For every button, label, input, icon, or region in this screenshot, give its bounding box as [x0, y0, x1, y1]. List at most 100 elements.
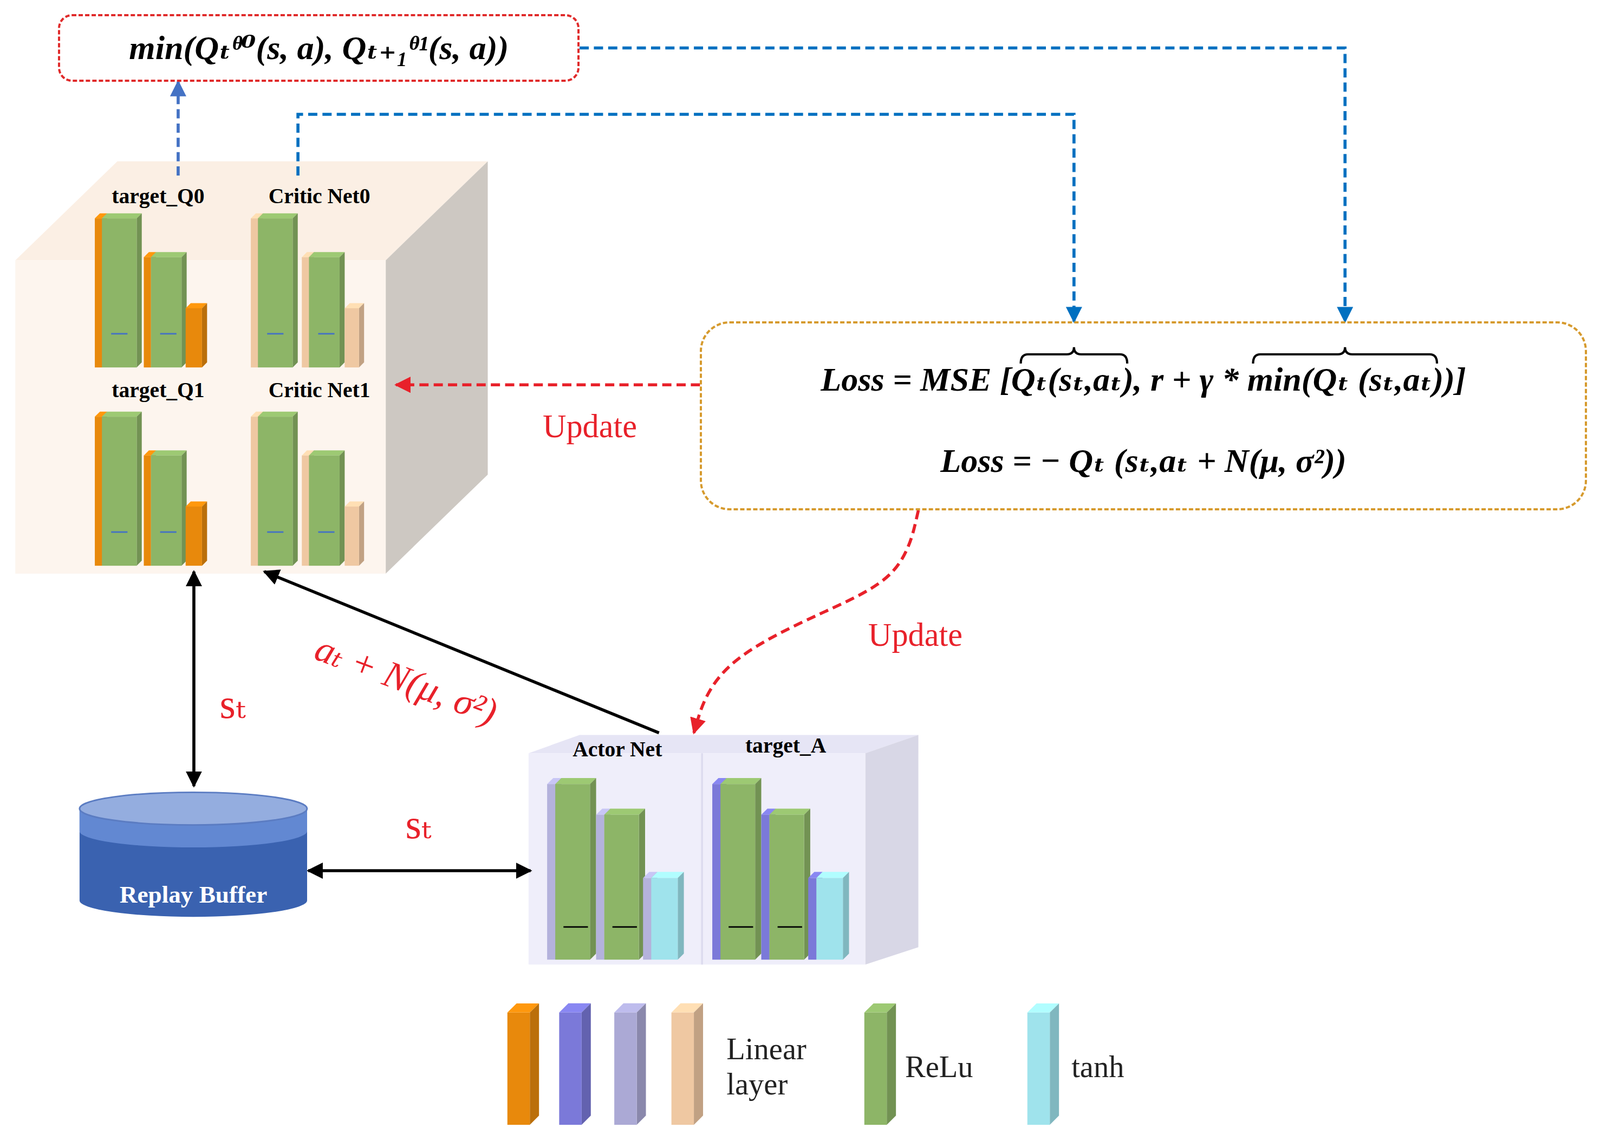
layer-front [151, 454, 182, 565]
layer-top [101, 411, 142, 416]
legend-extra-swatches [558, 1003, 704, 1125]
loss-formula: Loss = MSE [Qₜ(sₜ,aₜ), r + γ * min(Qₜ (s… [820, 359, 1466, 400]
layer-front [769, 814, 804, 960]
layer-side [529, 1003, 539, 1125]
edge-label: Update [542, 406, 637, 446]
layer-side [1050, 1003, 1060, 1125]
layer-top [555, 777, 596, 784]
layer-side [293, 411, 298, 565]
layer-front [302, 454, 310, 565]
formula-box: min(Qₜᶿ⁰(s, a), Qₜ₊₁ᶿ¹(s, a)) [57, 14, 580, 82]
layer-mark [728, 925, 753, 928]
layer-front [642, 877, 652, 960]
edge-label-box: sₜ [405, 800, 432, 849]
cube-side [385, 161, 488, 574]
layer-top [101, 213, 142, 219]
edge-label: Update [868, 615, 963, 655]
legend-text: tanh [1071, 1048, 1124, 1084]
edge-label: sₜ [405, 800, 432, 849]
layer-front [671, 1012, 694, 1125]
layer-front [94, 416, 102, 566]
layer-front [506, 1012, 530, 1125]
node-label: target_Q0 [111, 183, 205, 210]
edge-label-box: Update [542, 406, 637, 446]
legend-text-box: tanh [1071, 1048, 1124, 1084]
layer-mark [267, 530, 284, 533]
actor-cube [528, 734, 919, 965]
layer-side [359, 501, 364, 566]
loss-formula: Loss = − Qₜ (sₜ,aₜ + N(μ, σ²)) [940, 440, 1346, 481]
legend-swatch [1025, 1002, 1066, 1127]
layer-front [651, 877, 678, 960]
cube-divider [700, 752, 704, 965]
layer-side [693, 1003, 704, 1125]
layer-top [258, 213, 298, 219]
layer-side [202, 501, 207, 566]
layer-front [309, 454, 341, 565]
network-illustration [86, 373, 230, 572]
critic-network: Critic Net0 [242, 175, 396, 372]
legend-text-box: ReLu [905, 1048, 974, 1084]
layer-side [136, 213, 142, 368]
edge-label-box: sₜ [219, 679, 246, 729]
legend-swatch [505, 1002, 546, 1127]
layer-front [555, 783, 590, 960]
critic-cube [15, 161, 488, 574]
dashed-arrow [579, 48, 1345, 322]
layer-mark [267, 333, 284, 335]
edge-label: aₜ + N(μ, σ²) [308, 625, 504, 735]
layer-side [842, 871, 849, 960]
layer-top [258, 411, 298, 416]
layer-mark [318, 333, 335, 335]
layer-front [309, 257, 341, 368]
layer-front [720, 783, 756, 960]
cube-front [528, 752, 866, 965]
network-illustration [704, 732, 868, 965]
node-label: Replay Buffer [119, 879, 268, 909]
node-label: Critic Net1 [268, 377, 371, 403]
layer-front [761, 814, 770, 960]
layer-top [603, 808, 645, 815]
cylinder-top [79, 791, 308, 825]
layer-front [547, 783, 556, 960]
dashed-arrow [297, 114, 1075, 322]
network-illustration [242, 373, 396, 572]
layer-front [595, 814, 604, 960]
node-label: target_A [745, 732, 826, 759]
dashed-arrow [176, 81, 180, 176]
layer-front [808, 877, 817, 960]
cube-side [865, 734, 919, 965]
formula-text: min(Qₜᶿ⁰(s, a), Qₜ₊₁ᶿ¹(s, a)) [128, 27, 509, 69]
layer-front [258, 416, 294, 566]
layer-side [581, 1003, 591, 1125]
layer-mark [318, 530, 335, 533]
layer-top [309, 450, 346, 455]
target-network: target_Q0 [86, 175, 230, 372]
legend-text: Linear layer [726, 1031, 829, 1102]
layer-front [712, 783, 721, 960]
layer-front [94, 218, 102, 368]
layer-front [614, 1012, 637, 1125]
network-illustration [530, 732, 705, 965]
layer-side [886, 1003, 896, 1125]
layer-side [339, 251, 345, 368]
layer-front [185, 308, 203, 368]
layer-front [558, 1012, 582, 1125]
layer-mark [160, 530, 177, 533]
layer-front [101, 416, 137, 566]
layer-top [151, 251, 187, 257]
layer-side [136, 411, 142, 565]
layer-mark [563, 925, 588, 928]
layer-side [359, 303, 364, 368]
layer-front [345, 505, 360, 565]
layer-mark [777, 925, 803, 928]
layer-front [250, 416, 258, 566]
layer-front [151, 257, 182, 368]
solid-arrow [192, 571, 196, 786]
layer-front [1027, 1012, 1050, 1125]
layer-front [144, 454, 152, 565]
layer-top [151, 450, 187, 455]
